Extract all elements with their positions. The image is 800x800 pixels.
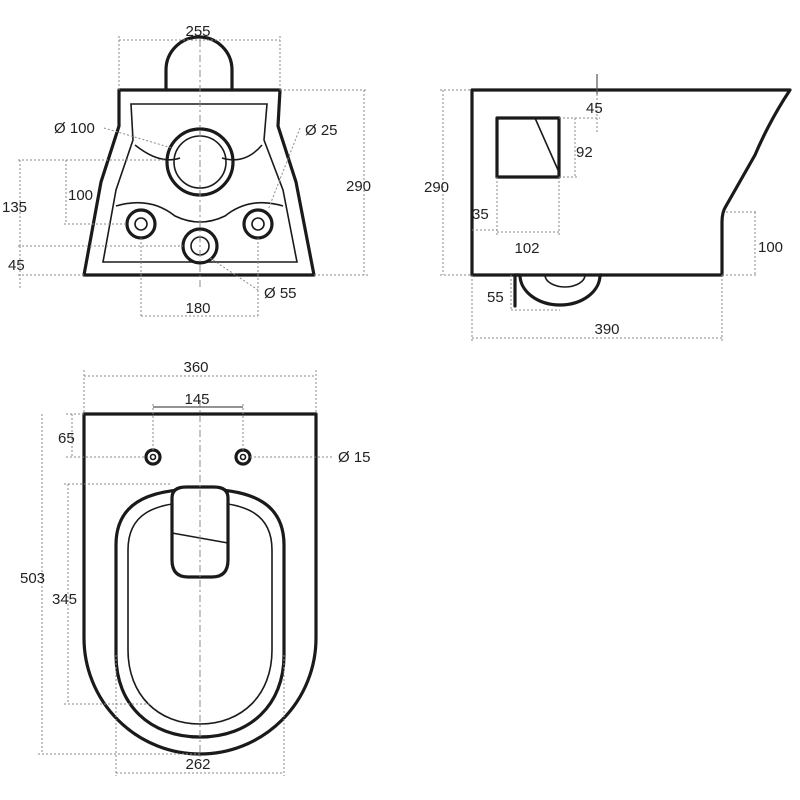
side-dim-100-label: 100 (758, 239, 783, 256)
top-left-bolt-outer (144, 448, 162, 466)
side-dim-55-label: 55 (487, 289, 504, 306)
top-dim-262-label: 262 (185, 756, 210, 773)
front-right-hole-inner (251, 217, 265, 231)
side-dim-102-label: 102 (514, 240, 539, 257)
top-dim-503-label: 503 (20, 570, 45, 587)
front-hole-leader (267, 127, 301, 211)
front-right-hole-outer (242, 208, 274, 240)
front-pipe-diameter-label: Ø 100 (54, 120, 95, 137)
front-left-hole-outer (125, 208, 157, 240)
front-dim-135-label: 135 (2, 199, 27, 216)
top-dim-145-label: 145 (184, 391, 209, 408)
top-right-bolt-inner (239, 453, 247, 461)
side-dim-35-label: 35 (472, 206, 489, 223)
front-inner-wave (115, 201, 284, 223)
front-dim-180-label: 180 (185, 300, 210, 317)
front-hole-diameter-label: Ø 25 (305, 122, 338, 139)
top-dim-360-label: 360 (183, 359, 208, 376)
front-inner-curve (134, 144, 263, 161)
front-drain-diameter-label: Ø 55 (264, 285, 297, 302)
top-right-bolt-outer (234, 448, 252, 466)
side-view: 290 45 92 35 102 100 55 390 (424, 74, 792, 342)
top-seat-inner (127, 501, 273, 725)
top-left-bolt-inner (149, 453, 157, 461)
side-dim-45-label: 45 (586, 100, 603, 117)
top-dim-65-label: 65 (58, 430, 75, 447)
side-dim-390-label: 390 (594, 321, 619, 338)
front-pipe-cap (164, 35, 234, 92)
side-body-outline (470, 88, 792, 277)
top-dim-345-label: 345 (52, 591, 77, 608)
side-drain-inner (544, 274, 586, 288)
top-bowl-outline (82, 412, 318, 756)
side-dim-92-label: 92 (576, 144, 593, 161)
front-drain-leader (209, 257, 259, 291)
front-inner-shell (102, 103, 298, 263)
front-dim-100-label: 100 (68, 187, 93, 204)
front-dim-45-label: 45 (8, 257, 25, 274)
front-dim-255-label: 255 (185, 23, 210, 40)
side-drain-outline (513, 273, 604, 307)
side-inlet-square (495, 116, 561, 179)
front-view: 255 290 Ø 100 Ø 25 135 100 45 180 Ø 55 (2, 23, 371, 318)
side-dim-290-label: 290 (424, 179, 449, 196)
front-drain-outer (181, 227, 219, 265)
front-left-hole-inner (134, 217, 148, 231)
top-view: 360 145 Ø 15 65 503 345 262 (20, 359, 371, 776)
front-dim-290-label: 290 (346, 178, 371, 195)
top-hole-diameter-label: Ø 15 (338, 449, 371, 466)
side-inlet-diagonal (534, 117, 559, 171)
